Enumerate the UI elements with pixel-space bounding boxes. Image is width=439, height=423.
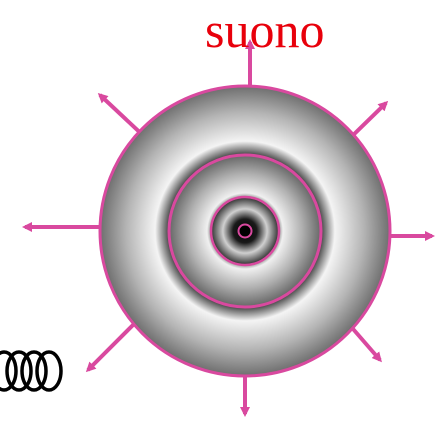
spring-coil-icon <box>0 352 61 390</box>
sound-label: suono <box>205 0 324 60</box>
arrow-down-left <box>88 320 138 370</box>
sound-source-dot-icon <box>239 225 252 238</box>
